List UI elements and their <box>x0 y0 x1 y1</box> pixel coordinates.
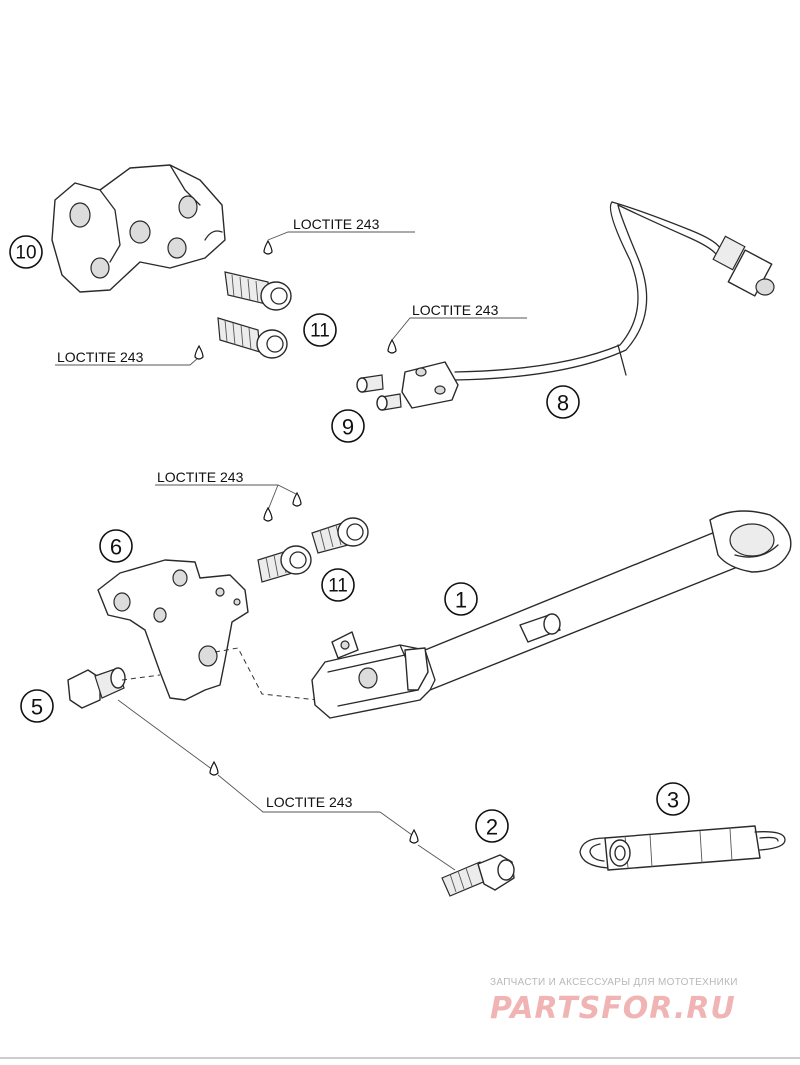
part-5-bolt <box>67 667 161 709</box>
callout-2: 2 <box>475 809 509 843</box>
svg-text:10: 10 <box>15 243 36 264</box>
svg-text:2: 2 <box>486 815 498 840</box>
part-11-bolt-middle-a <box>311 517 369 554</box>
loctite-drops <box>194 239 419 844</box>
loctite-label: LOCTITE 243 <box>157 469 244 485</box>
callout-8: 8 <box>546 385 580 419</box>
part-11-bolt-upper-a <box>224 271 292 311</box>
part-6-plate <box>97 559 319 701</box>
svg-text:5: 5 <box>31 695 43 720</box>
part-3-spring <box>579 825 786 871</box>
part-8-sensor-cable <box>401 201 775 409</box>
svg-text:1: 1 <box>455 588 467 613</box>
loctite-drop <box>209 760 219 776</box>
part-11-bolt-middle-b <box>257 545 312 583</box>
svg-text:6: 6 <box>110 535 122 560</box>
watermark-tagline: ЗАПЧАСТИ И АКСЕССУАРЫ ДЛЯ МОТОТЕХНИКИ <box>490 977 738 988</box>
watermark: ЗАПЧАСТИ И АКСЕССУАРЫ ДЛЯ МОТОТЕХНИКИ PA… <box>490 977 738 1026</box>
callout-11-middle: 11 <box>321 568 355 602</box>
loctite-label: LOCTITE 243 <box>266 794 353 810</box>
loctite-label: LOCTITE 243 <box>293 216 380 232</box>
part-1-side-stand <box>311 510 792 719</box>
loctite-drop <box>263 506 273 522</box>
part-11-bolt-upper-b <box>217 317 288 359</box>
loctite-drop <box>387 338 397 354</box>
part-10-bracket <box>51 164 226 293</box>
loctite-drop <box>409 828 419 844</box>
loctite-label: LOCTITE 243 <box>412 302 499 318</box>
callout-5: 5 <box>20 689 54 723</box>
part-2-pin <box>441 854 515 897</box>
callout-6: 6 <box>99 529 133 563</box>
loctite-leaders <box>55 231 527 871</box>
loctite-drop <box>263 239 273 255</box>
loctite-drop <box>194 344 204 360</box>
callout-1: 1 <box>444 582 478 616</box>
watermark-logo: PARTSFOR.RU <box>490 991 736 1026</box>
loctite-drop <box>292 491 302 507</box>
svg-text:9: 9 <box>342 415 354 440</box>
loctite-label: LOCTITE 243 <box>57 349 144 365</box>
callout-3: 3 <box>656 782 690 816</box>
svg-text:3: 3 <box>667 788 679 813</box>
svg-text:11: 11 <box>310 321 330 342</box>
callout-11-upper: 11 <box>303 313 337 347</box>
part-9-screws <box>356 374 402 411</box>
callout-9: 9 <box>331 409 365 443</box>
svg-text:8: 8 <box>557 391 569 416</box>
callout-10: 10 <box>9 235 43 269</box>
svg-text:11: 11 <box>328 576 348 597</box>
